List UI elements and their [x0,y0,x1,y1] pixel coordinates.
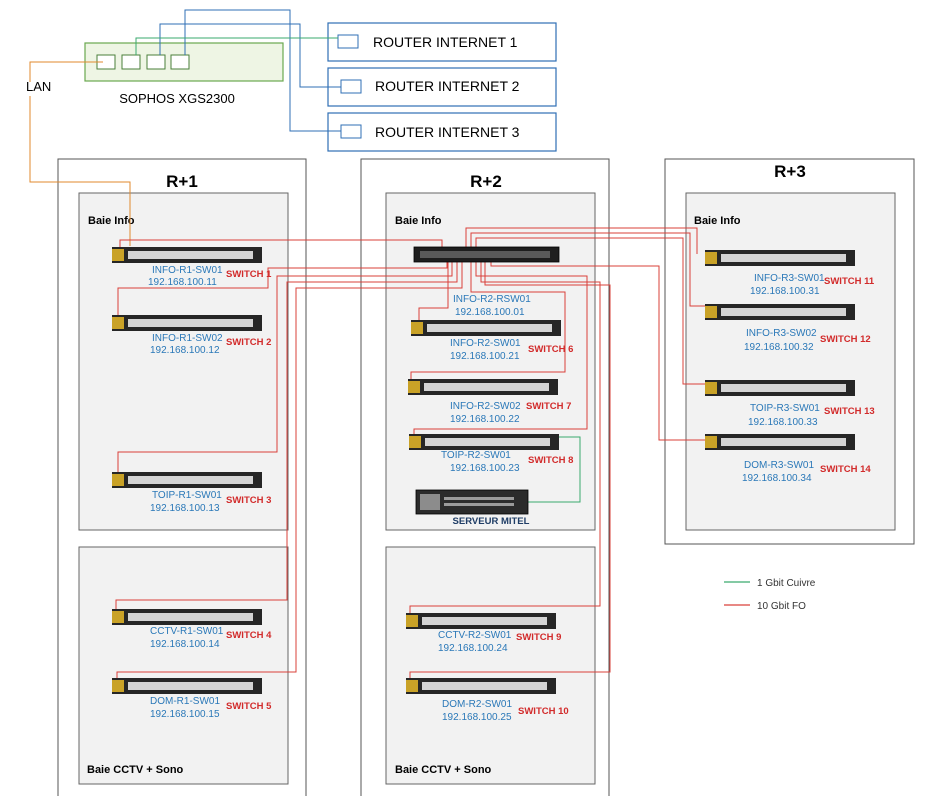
switch-name: DOM-R1-SW01 [150,696,220,707]
switch-name: INFO-R3-SW01 [754,273,825,284]
legend-copper-label: 1 Gbit Cuivre [757,578,816,589]
switch-tag: SWITCH 10 [518,706,569,717]
uplink-line [135,37,338,55]
switch-name: TOIP-R2-SW01 [441,450,511,461]
switch [406,613,556,629]
copper-link [528,436,581,503]
router-1-box [327,22,557,62]
switch-ip: 192.168.100.31 [750,286,820,297]
router-2-label: ROUTER INTERNET 2 [375,78,520,94]
rack-r2-cctv [385,546,596,785]
switch-tag: SWITCH 8 [528,455,573,466]
rack-label: Baie Info [395,215,442,227]
switch-name: INFO-R2-SW02 [450,401,521,412]
switch-name: DOM-R3-SW01 [744,460,814,471]
rack-label: Baie CCTV + Sono [395,764,492,776]
core-switch-name: INFO-R2-RSW01 [453,294,531,305]
router-2-box [327,67,557,107]
switch-name: INFO-R1-SW01 [152,265,223,276]
switch-name: DOM-R2-SW01 [442,699,512,710]
switch-ip: 192.168.100.34 [742,473,812,484]
lan-line [29,96,131,246]
switch-tag: SWITCH 9 [516,632,561,643]
switch [112,472,262,488]
switch [705,434,855,450]
rack-label: Baie CCTV + Sono [87,764,184,776]
switch-ip: 192.168.100.14 [150,639,220,650]
switch-tag: SWITCH 3 [226,495,271,506]
switch-name: INFO-R2-SW01 [450,338,521,349]
switch-tag: SWITCH 11 [824,276,875,287]
switch [112,609,262,625]
floor-r2-title: R+2 [470,172,502,191]
switch [705,380,855,396]
switch-ip: 192.168.100.12 [150,345,220,356]
switch-name: CCTV-R1-SW01 [150,626,224,637]
core-switch-ip: 192.168.100.01 [455,307,525,318]
switch-name: INFO-R1-SW02 [152,333,223,344]
firewall-port [170,54,190,70]
switch-ip: 192.168.100.22 [450,414,520,425]
switch-tag: SWITCH 6 [528,344,573,355]
switch-tag: SWITCH 2 [226,337,271,348]
switch-name: TOIP-R1-SW01 [152,490,222,501]
switch [705,250,855,266]
switch-ip: 192.168.100.24 [438,643,508,654]
switch-tag: SWITCH 4 [226,630,272,641]
switch-tag: SWITCH 5 [226,701,272,712]
switch [112,315,262,331]
switch-ip: 192.168.100.32 [744,342,814,353]
router-port-icon [340,124,362,139]
floor-r1-title: R+1 [166,172,198,191]
switch [112,678,262,694]
firewall-port [121,54,141,70]
rack-r3-info [685,192,896,531]
uplink-lines [159,9,341,132]
floor-r3-title: R+3 [774,162,806,181]
rack-r1-cctv [78,546,289,785]
router-3-box [327,112,557,152]
switch-ip: 192.168.100.25 [442,712,512,723]
lan-line [29,61,103,82]
core-switch [413,246,560,263]
switch-ip: 192.168.100.15 [150,709,220,720]
switch-ip: 192.168.100.33 [748,417,818,428]
switch-ip: 192.168.100.23 [450,463,520,474]
router-port-icon [337,34,359,49]
router-port-icon [340,79,362,94]
switch [705,304,855,320]
firewall-label: SOPHOS XGS2300 [119,91,235,106]
switch-ip: 192.168.100.11 [148,277,217,288]
switch-tag: SWITCH 12 [820,334,871,345]
switch-tag: SWITCH 1 [226,269,272,280]
legend-fiber-label: 10 Gbit FO [757,601,806,612]
router-3-label: ROUTER INTERNET 3 [375,124,520,140]
switch-name: CCTV-R2-SW01 [438,630,512,641]
switch-name: INFO-R3-SW02 [746,328,817,339]
switch [408,379,558,395]
rack-label: Baie Info [694,215,741,227]
firewall-port [146,54,166,70]
switch [112,247,262,263]
switch-ip: 192.168.100.21 [450,351,520,362]
switch-ip: 192.168.100.13 [150,503,220,514]
mitel-server [415,489,529,515]
rack-label: Baie Info [88,215,135,227]
server-label: SERVEUR MITEL [453,516,530,527]
switch [406,678,556,694]
fiber-links [115,227,708,680]
switch-tag: SWITCH 14 [820,464,871,475]
switch-tag: SWITCH 7 [526,401,571,412]
switch [409,434,559,450]
lan-label: LAN [26,79,51,94]
switch-tag: SWITCH 13 [824,406,875,417]
switch-name: TOIP-R3-SW01 [750,403,820,414]
router-1-label: ROUTER INTERNET 1 [373,34,518,50]
switch [411,320,561,336]
